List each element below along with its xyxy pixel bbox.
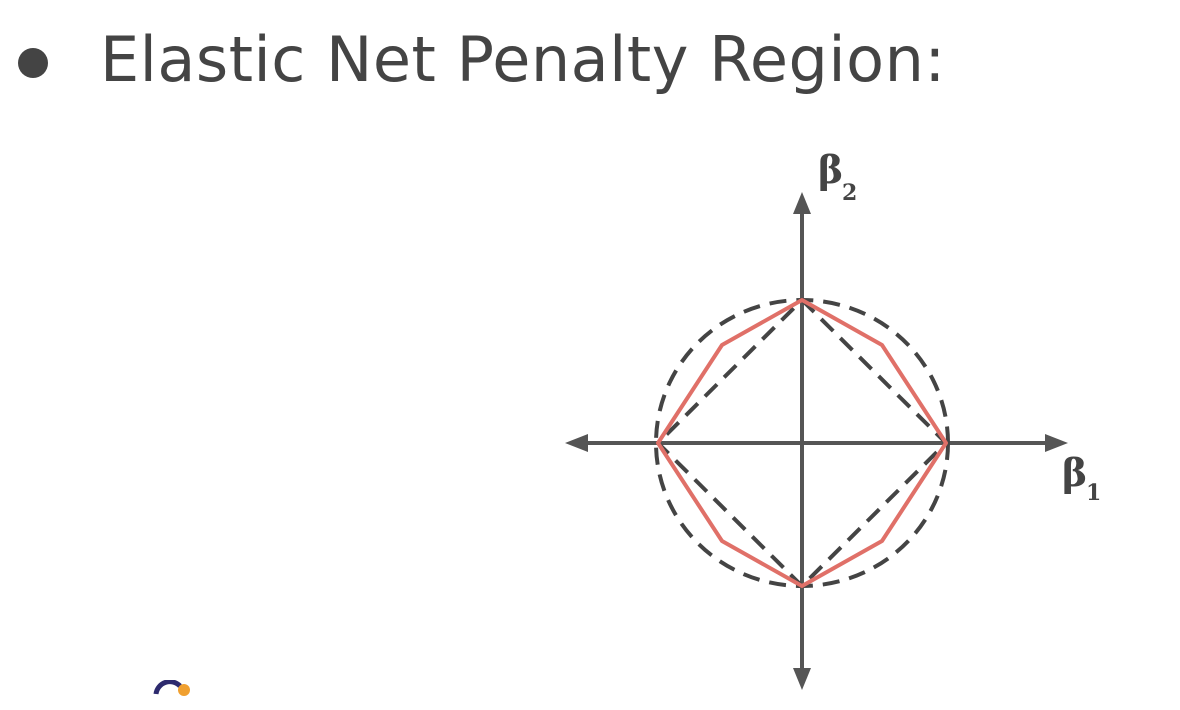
axes [565,192,1068,690]
y-axis-label: β 2 [818,147,857,206]
y-axis-bottom-arrow [793,668,811,690]
x-axis-subscript: 1 [1086,480,1101,506]
bullet-icon [18,48,48,78]
partial-logo-icon [153,680,190,696]
slide-title: Elastic Net Penalty Region: [100,22,946,96]
y-axis-subscript: 2 [842,180,857,206]
x-axis-symbol: β [1062,450,1087,495]
y-axis-symbol: β [818,147,843,192]
penalty-region-diagram: β 2 β 1 [565,147,1101,690]
title-row: Elastic Net Penalty Region: [18,14,946,104]
y-axis-top-arrow [793,192,811,214]
elastic-net-region [656,298,948,588]
x-axis-label: β 1 [1062,450,1101,506]
x-axis-right-arrow [1045,434,1068,452]
x-axis-left-arrow [565,434,588,452]
